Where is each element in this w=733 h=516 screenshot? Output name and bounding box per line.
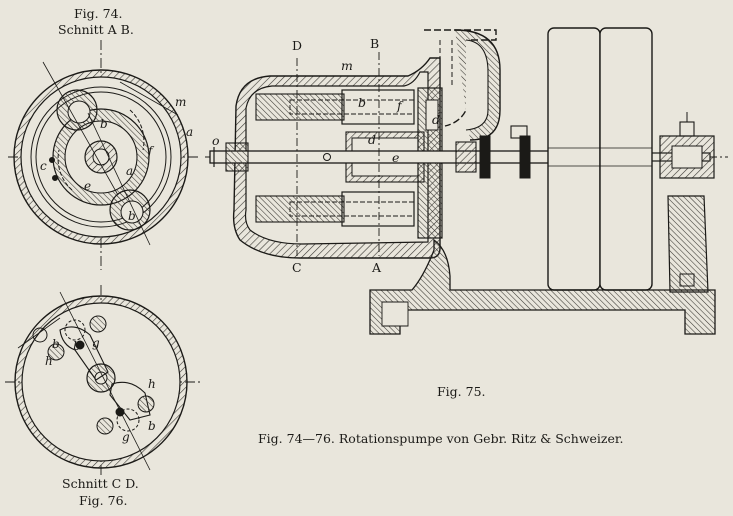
label-b-lower: b [128,209,136,223]
label-e: e [84,179,91,193]
label-A: A [371,260,382,275]
label-o: o [212,133,220,148]
label-f-75: f [396,98,404,113]
fig76-section-view [5,285,200,475]
fig74-number: Fig. 74. [74,6,123,21]
fig76-number: Fig. 76. [79,493,128,508]
fig76-labels: b b g h h g b [45,336,156,444]
fig74-section-view [8,40,198,270]
label-m: m [175,95,186,109]
fig75-labels: D B C A m b f d d e o [212,36,440,275]
label-b-upper: b [100,117,108,131]
fig75-longitudinal-section [205,27,728,335]
label-d-rotor: d [368,132,376,147]
label-b-75: b [358,95,366,110]
label-a-inner: a [126,164,133,178]
fig74-section-title: Schnitt A B. [58,22,134,37]
label-D: D [292,38,302,53]
label-m-75: m [341,58,353,73]
label-h-left: h [45,354,53,368]
label-e-75: e [392,150,399,165]
label-a: a [186,125,193,139]
label-c: c [40,159,47,173]
label-b-76b: b [73,339,81,353]
label-f: f [147,144,155,158]
fig74-labels: m a b b c e f a [40,95,193,223]
figure-caption: Fig. 74—76. Rotationspumpe von Gebr. Rit… [258,431,624,446]
label-B: B [370,36,379,51]
fig76-section-title: Schnitt C D. [62,476,139,491]
fig75-number: Fig. 75. [437,384,486,399]
label-C: C [292,260,302,275]
label-g-upper: g [92,336,100,350]
label-b-76c: b [148,419,156,433]
label-b-76a: b [52,337,60,351]
label-g-lower: g [122,430,130,444]
label-d-plate: d [432,112,440,127]
label-h-right: h [148,377,156,391]
